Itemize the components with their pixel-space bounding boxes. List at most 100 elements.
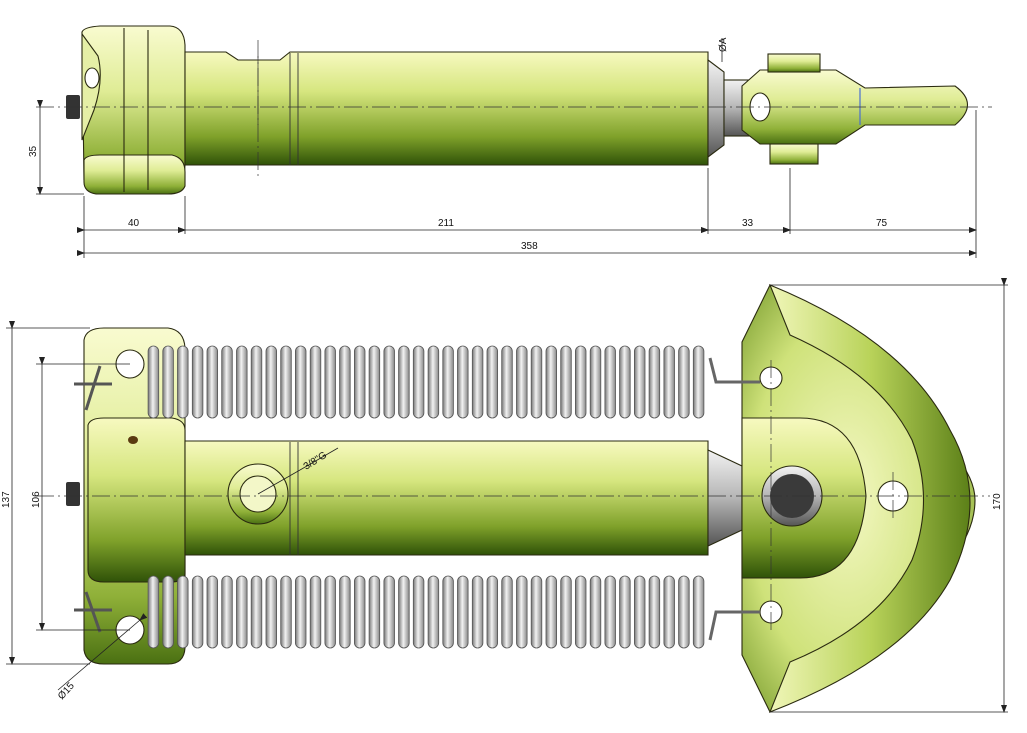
spring-coil <box>221 345 233 419</box>
spring-coil <box>353 575 366 649</box>
spring-coil <box>265 575 278 649</box>
spring-coil <box>516 575 528 649</box>
spring-coil <box>619 575 631 649</box>
spring-coil <box>412 345 425 419</box>
top-height-dim: 35 <box>28 145 39 157</box>
spring-coil <box>634 575 646 649</box>
spring-coil <box>398 345 410 419</box>
spring-coil <box>162 575 174 649</box>
spring-coil <box>575 575 587 649</box>
lower-spring <box>147 575 705 649</box>
spring-coil <box>530 345 543 419</box>
top-clevis-pin-head <box>767 53 821 73</box>
spring-coil <box>663 575 675 649</box>
spring-coil <box>368 345 381 419</box>
spring-coil <box>457 575 469 649</box>
spring-coil <box>545 345 558 419</box>
spring-coil <box>324 575 336 649</box>
spring-coil <box>294 345 307 419</box>
spring-coil <box>589 345 602 419</box>
spring-coil <box>206 575 219 649</box>
front-height-outer: 137 <box>1 491 12 508</box>
front-view: 3/8"G 137 106 170 Ø15 <box>1 278 1008 713</box>
spring-coil <box>339 345 351 419</box>
spring-coil <box>250 575 263 649</box>
front-upper-clip <box>74 365 112 411</box>
spring-coil <box>324 345 336 419</box>
spring-coil <box>339 575 351 649</box>
spring-coil <box>147 345 160 419</box>
spring-coil <box>398 575 410 649</box>
spring-coil <box>412 575 425 649</box>
spring-coil <box>383 345 395 419</box>
spring-coil <box>265 345 278 419</box>
front-port-stub <box>66 482 80 506</box>
spring-coil <box>678 345 690 419</box>
front-end-block-face <box>87 417 186 583</box>
spring-coil <box>250 345 263 419</box>
upper-spring-hook <box>708 357 760 384</box>
spring-coil <box>309 575 322 649</box>
lower-spring-hook <box>708 610 760 641</box>
spring-coil <box>353 345 366 419</box>
spring-coil <box>486 575 499 649</box>
front-lower-clip <box>74 591 112 633</box>
spring-coil <box>191 345 204 419</box>
spring-coil <box>383 575 395 649</box>
spring-coil <box>663 345 675 419</box>
spring-coil <box>236 575 248 649</box>
spring-coil <box>471 345 484 419</box>
spring-coil <box>368 575 381 649</box>
top-barrel <box>184 51 709 166</box>
spring-coil <box>280 345 292 419</box>
spring-coil <box>648 345 661 419</box>
front-barrel <box>184 440 709 556</box>
spring-coil <box>471 575 484 649</box>
top-cap-foot <box>83 154 186 195</box>
spring-coil <box>648 575 661 649</box>
spring-coil <box>486 345 499 419</box>
spring-coil <box>457 345 469 419</box>
top-cap-hole <box>84 67 100 89</box>
top-dim-segment-4: 75 <box>876 218 888 229</box>
spring-coil <box>221 575 233 649</box>
spring-coil <box>309 345 322 419</box>
spring-coil <box>501 575 513 649</box>
spring-coil <box>280 575 292 649</box>
spring-coil <box>530 575 543 649</box>
spring-coil <box>678 575 690 649</box>
spring-coil <box>604 575 616 649</box>
spring-coil <box>427 575 440 649</box>
spring-coil <box>177 575 189 649</box>
top-view: ØA 35 40 211 33 75 358 <box>28 25 992 258</box>
spring-coil <box>634 345 646 419</box>
spring-coil <box>206 345 219 419</box>
spring-coil <box>692 345 705 419</box>
front-plate-height: 170 <box>992 493 1003 510</box>
spring-coil <box>294 575 307 649</box>
spring-coil <box>162 345 174 419</box>
spring-coil <box>442 575 454 649</box>
top-overall-length: 358 <box>521 241 538 252</box>
spring-coil <box>501 345 513 419</box>
spring-coil <box>560 575 572 649</box>
top-dim-segment-2: 211 <box>438 218 454 229</box>
spring-coil <box>236 345 248 419</box>
front-neck <box>707 449 743 547</box>
top-dim-segment-1: 40 <box>128 218 140 229</box>
front-arch <box>769 284 971 713</box>
spring-coil <box>575 345 587 419</box>
front-height-inner: 106 <box>31 491 42 508</box>
top-neck <box>707 58 725 159</box>
spring-coil <box>560 345 572 419</box>
spring-coil <box>147 575 160 649</box>
top-dim-segment-3: 33 <box>742 218 754 229</box>
top-diameter-label: ØA <box>718 37 729 52</box>
spring-coil <box>177 345 189 419</box>
spring-coil <box>516 345 528 419</box>
upper-spring <box>147 345 705 419</box>
top-clevis-pin-tail <box>769 143 819 165</box>
spring-coil <box>692 575 705 649</box>
spring-coil <box>427 345 440 419</box>
